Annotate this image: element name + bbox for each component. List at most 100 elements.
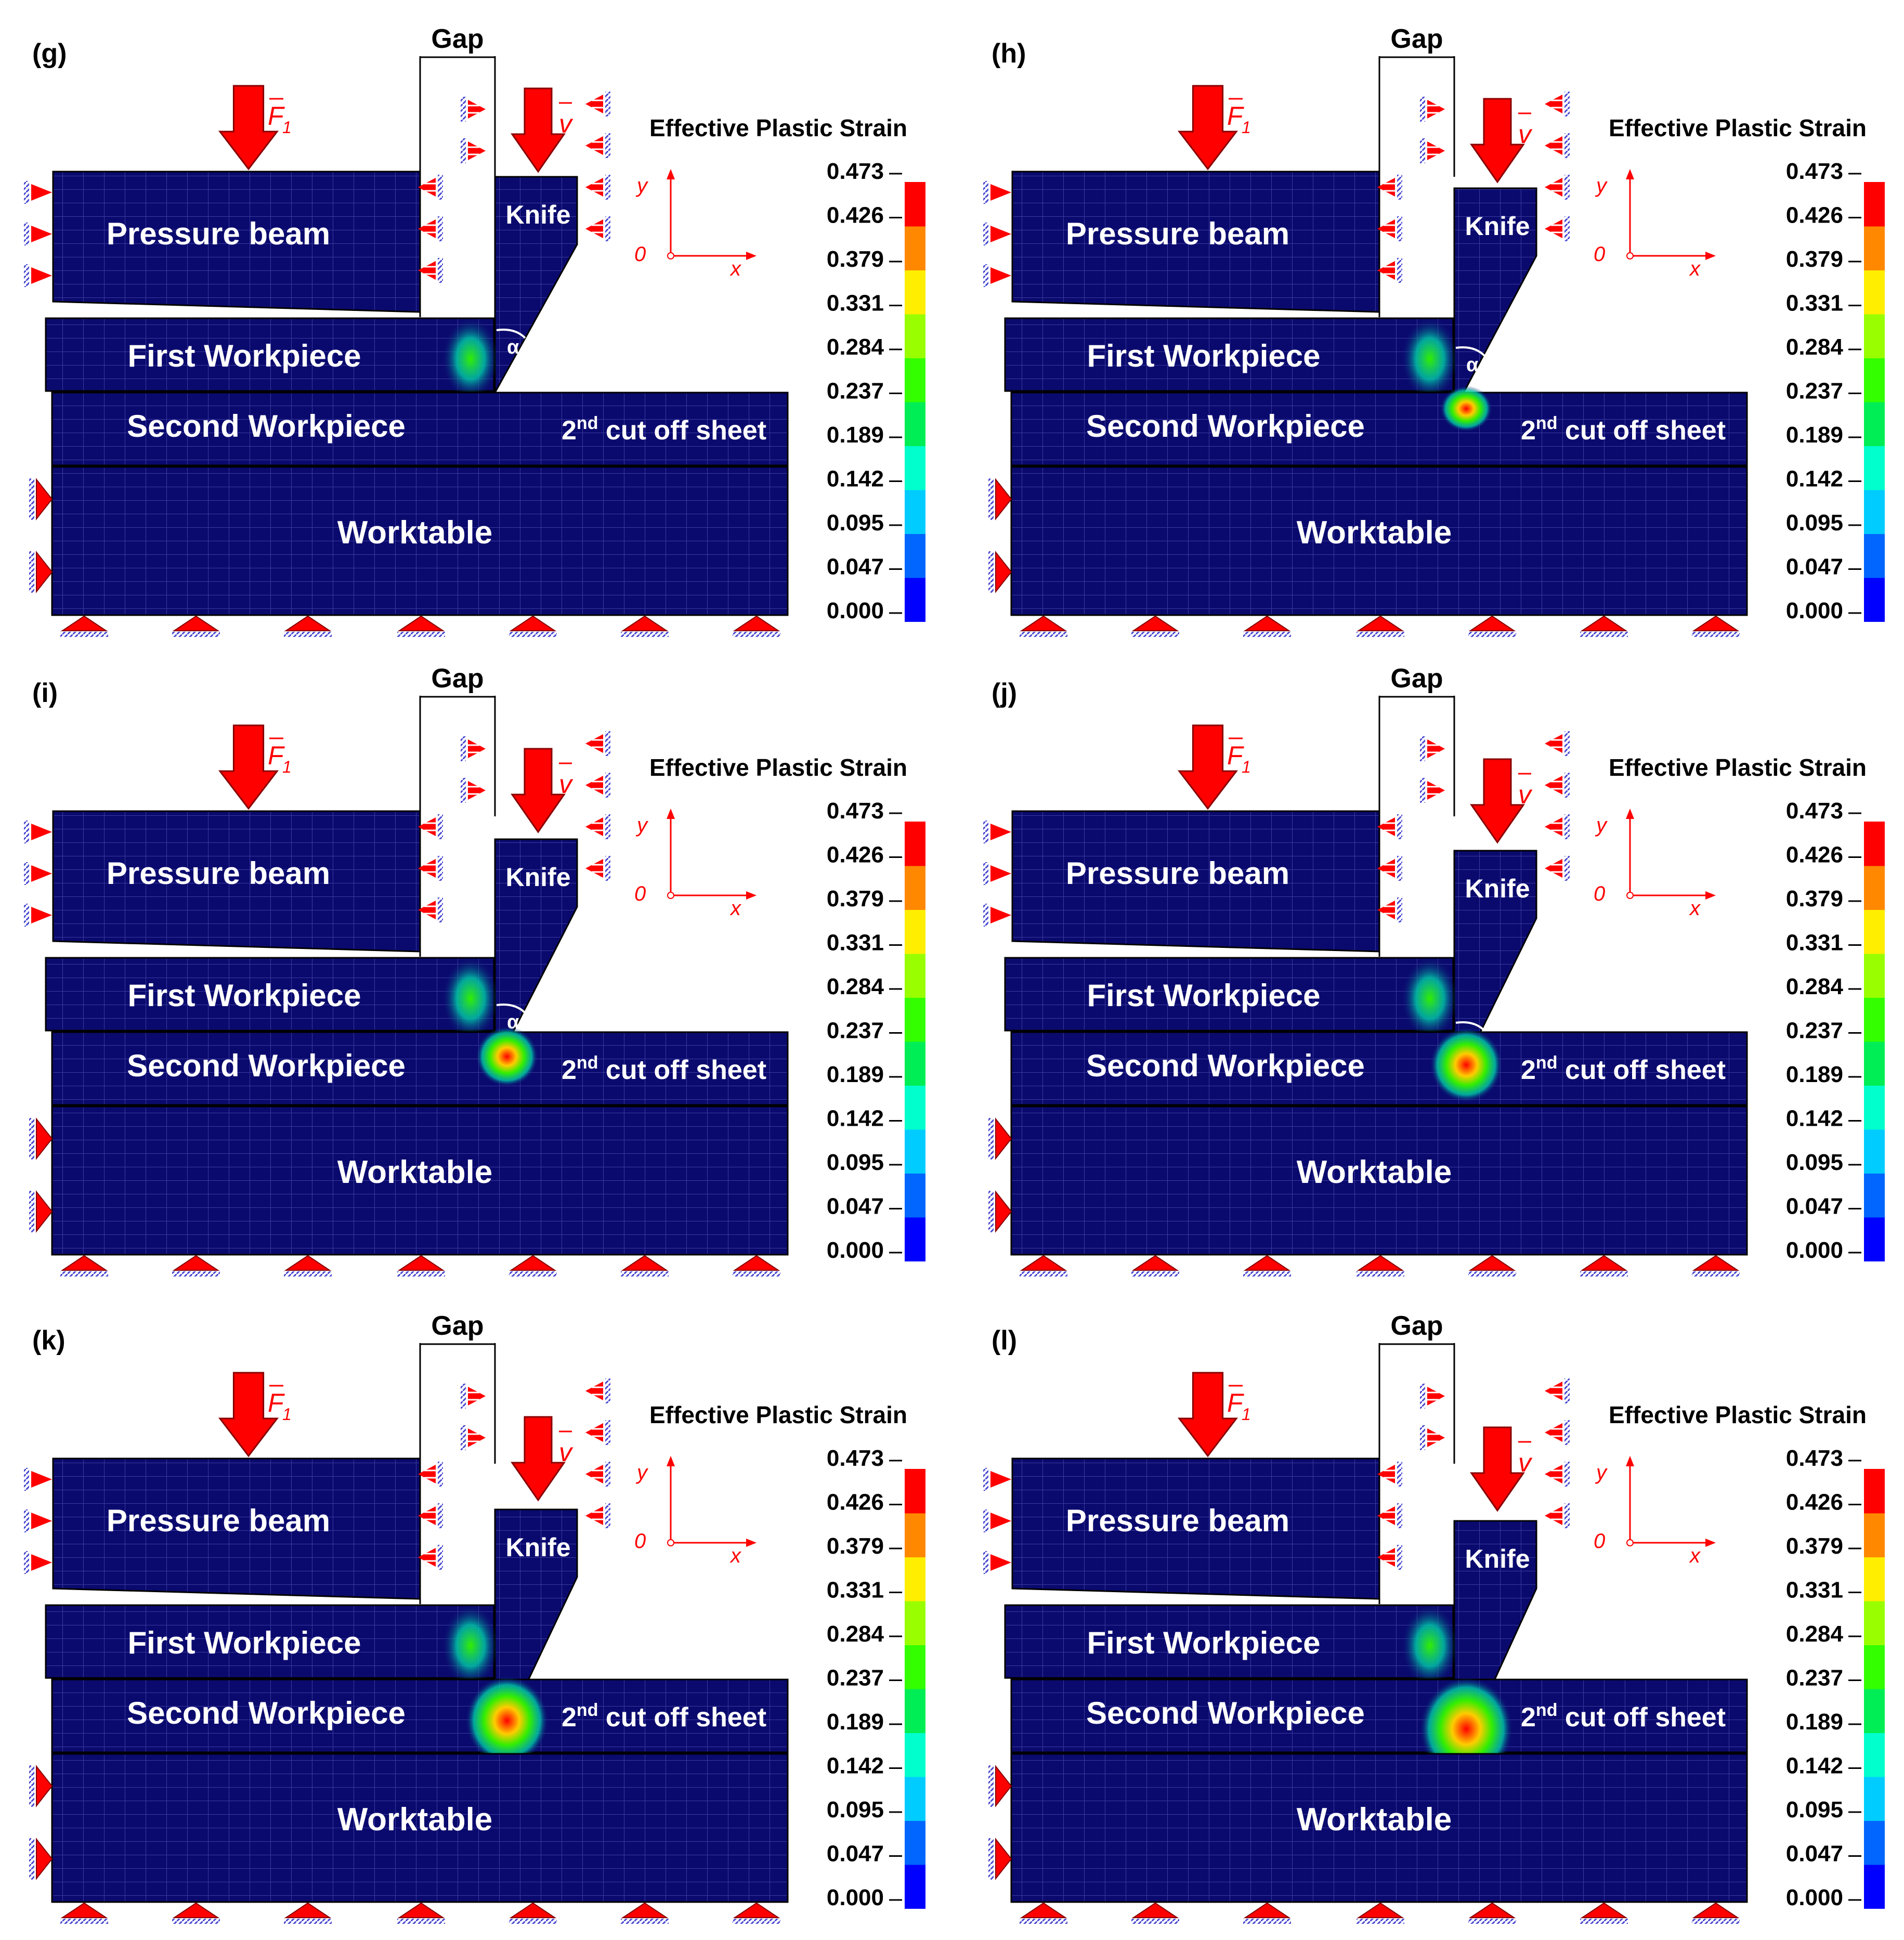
constraint-arrow-icon — [468, 781, 486, 800]
constraint-arrow-icon — [1377, 1506, 1395, 1525]
legend-swatch — [1864, 1733, 1885, 1777]
first-workpiece-label: First Workpiece — [127, 338, 361, 373]
legend-tick-label: 0.379 — [1786, 246, 1843, 272]
legend-title: Effective Plastic Strain — [1609, 114, 1867, 141]
hatch-icon — [1420, 736, 1425, 761]
legend-swatch — [905, 1513, 925, 1557]
hatch-icon — [1420, 778, 1425, 803]
knife — [494, 176, 578, 396]
support-triangle-icon — [733, 615, 780, 631]
legend-swatch — [905, 1733, 925, 1777]
hatch-icon — [1468, 632, 1516, 637]
hatch-icon — [1243, 632, 1291, 637]
constraint-arrow-icon — [1545, 734, 1562, 753]
hatch-icon — [1397, 1462, 1402, 1487]
legend-tick-label: 0.142 — [1786, 1106, 1843, 1131]
hatch-icon — [1397, 814, 1402, 839]
constraint-arrow-icon — [418, 219, 436, 238]
hatch-icon — [29, 1838, 34, 1880]
hatch-icon — [461, 736, 466, 761]
legend-swatch — [1864, 1557, 1885, 1602]
constraint-arrow-icon — [418, 1548, 436, 1567]
legend-swatch — [1864, 1688, 1885, 1733]
force-subscript: 1 — [282, 118, 292, 137]
constraint-arrow-icon — [1377, 859, 1395, 878]
constraint-arrow-icon — [1545, 136, 1562, 155]
support-triangle-icon — [1580, 1255, 1628, 1271]
hatch-icon — [621, 1919, 669, 1924]
hatch-icon — [1420, 1384, 1425, 1409]
legend-tick-label: 0.237 — [1786, 379, 1843, 404]
legend-swatch — [1864, 1645, 1885, 1689]
support-triangle-icon — [397, 615, 445, 631]
hatch-icon — [1131, 1271, 1179, 1277]
hatch-icon — [605, 216, 610, 241]
legend-swatch — [1864, 1085, 1885, 1130]
y-axis-arrow-icon — [1626, 809, 1634, 819]
second-workpiece-label: Second Workpiece — [127, 1048, 406, 1083]
axis-y-label: y — [1595, 814, 1608, 837]
constraint-arrow-icon — [1545, 1382, 1562, 1400]
legend-tick-label: 0.047 — [827, 554, 884, 580]
legend-swatch — [1864, 533, 1885, 578]
second-workpiece — [51, 392, 789, 466]
hatch-icon — [24, 821, 29, 843]
legend-swatch — [905, 182, 925, 227]
first-workpiece-label: First Workpiece — [127, 978, 361, 1013]
legend-swatch — [905, 1864, 925, 1909]
support-triangle-icon — [1131, 1255, 1179, 1271]
legend-swatch — [1864, 1173, 1885, 1218]
strain-zone-second — [1430, 1027, 1503, 1102]
hatch-icon — [397, 1919, 445, 1924]
legend-swatch — [1864, 1513, 1885, 1557]
hatch-icon — [24, 1468, 29, 1491]
hatch-icon — [1243, 1271, 1291, 1277]
first-workpiece — [45, 1604, 495, 1679]
gap-label: Gap — [431, 1311, 484, 1341]
load-arrow-icon — [1177, 85, 1238, 171]
legend-swatch — [905, 1041, 925, 1086]
first-workpiece — [1004, 957, 1454, 1032]
constraint-arrow-icon — [1427, 739, 1445, 758]
constraint-arrow-icon — [1545, 776, 1562, 795]
legend-swatch — [905, 358, 925, 402]
constraint-arrow-icon — [1377, 219, 1395, 238]
constraint-arrow-icon — [585, 1382, 603, 1400]
legend-tick-label: 0.047 — [827, 1194, 884, 1219]
legend-swatch — [1864, 401, 1885, 446]
hatch-icon — [284, 632, 332, 637]
hatch-icon — [1468, 1919, 1516, 1924]
hatch-icon — [24, 862, 29, 885]
strain-zone-second — [1440, 386, 1492, 432]
support-triangle-icon — [1131, 615, 1179, 631]
velocity-label: v — [1518, 1448, 1533, 1477]
x-axis-arrow-icon — [1705, 252, 1716, 260]
knife-label: Knife — [1465, 874, 1530, 903]
legend-tick-label: 0.473 — [1786, 798, 1843, 824]
support-triangle-icon — [1357, 615, 1404, 631]
constraint-arrow-icon — [585, 1423, 603, 1442]
worktable — [1010, 1105, 1748, 1256]
constraint-arrow-icon — [990, 907, 1011, 923]
support-triangle-icon — [1468, 1255, 1516, 1271]
constraint-arrow-icon — [31, 1513, 52, 1529]
support-triangle-icon — [621, 1255, 669, 1271]
hatch-icon — [29, 1118, 34, 1160]
hatch-icon — [1580, 1919, 1628, 1924]
strain-zone-first — [1401, 1604, 1458, 1687]
legend-tick-label: 0.095 — [827, 1797, 884, 1822]
second-workpiece-label: Second Workpiece — [127, 409, 406, 444]
cutoff-sheet-label: 2nd cut off sheet — [1521, 1053, 1726, 1085]
legend-swatch — [1864, 270, 1885, 315]
hatch-icon — [438, 1503, 443, 1528]
hatch-icon — [983, 821, 988, 843]
legend-tick-label: 0.379 — [827, 246, 884, 272]
gap-label: Gap — [431, 24, 484, 54]
hatch-icon — [605, 731, 610, 756]
legend-swatch — [905, 226, 925, 270]
constraint-arrow-icon — [990, 1513, 1011, 1529]
hatch-icon — [1397, 258, 1402, 283]
hatch-icon — [605, 1503, 610, 1528]
